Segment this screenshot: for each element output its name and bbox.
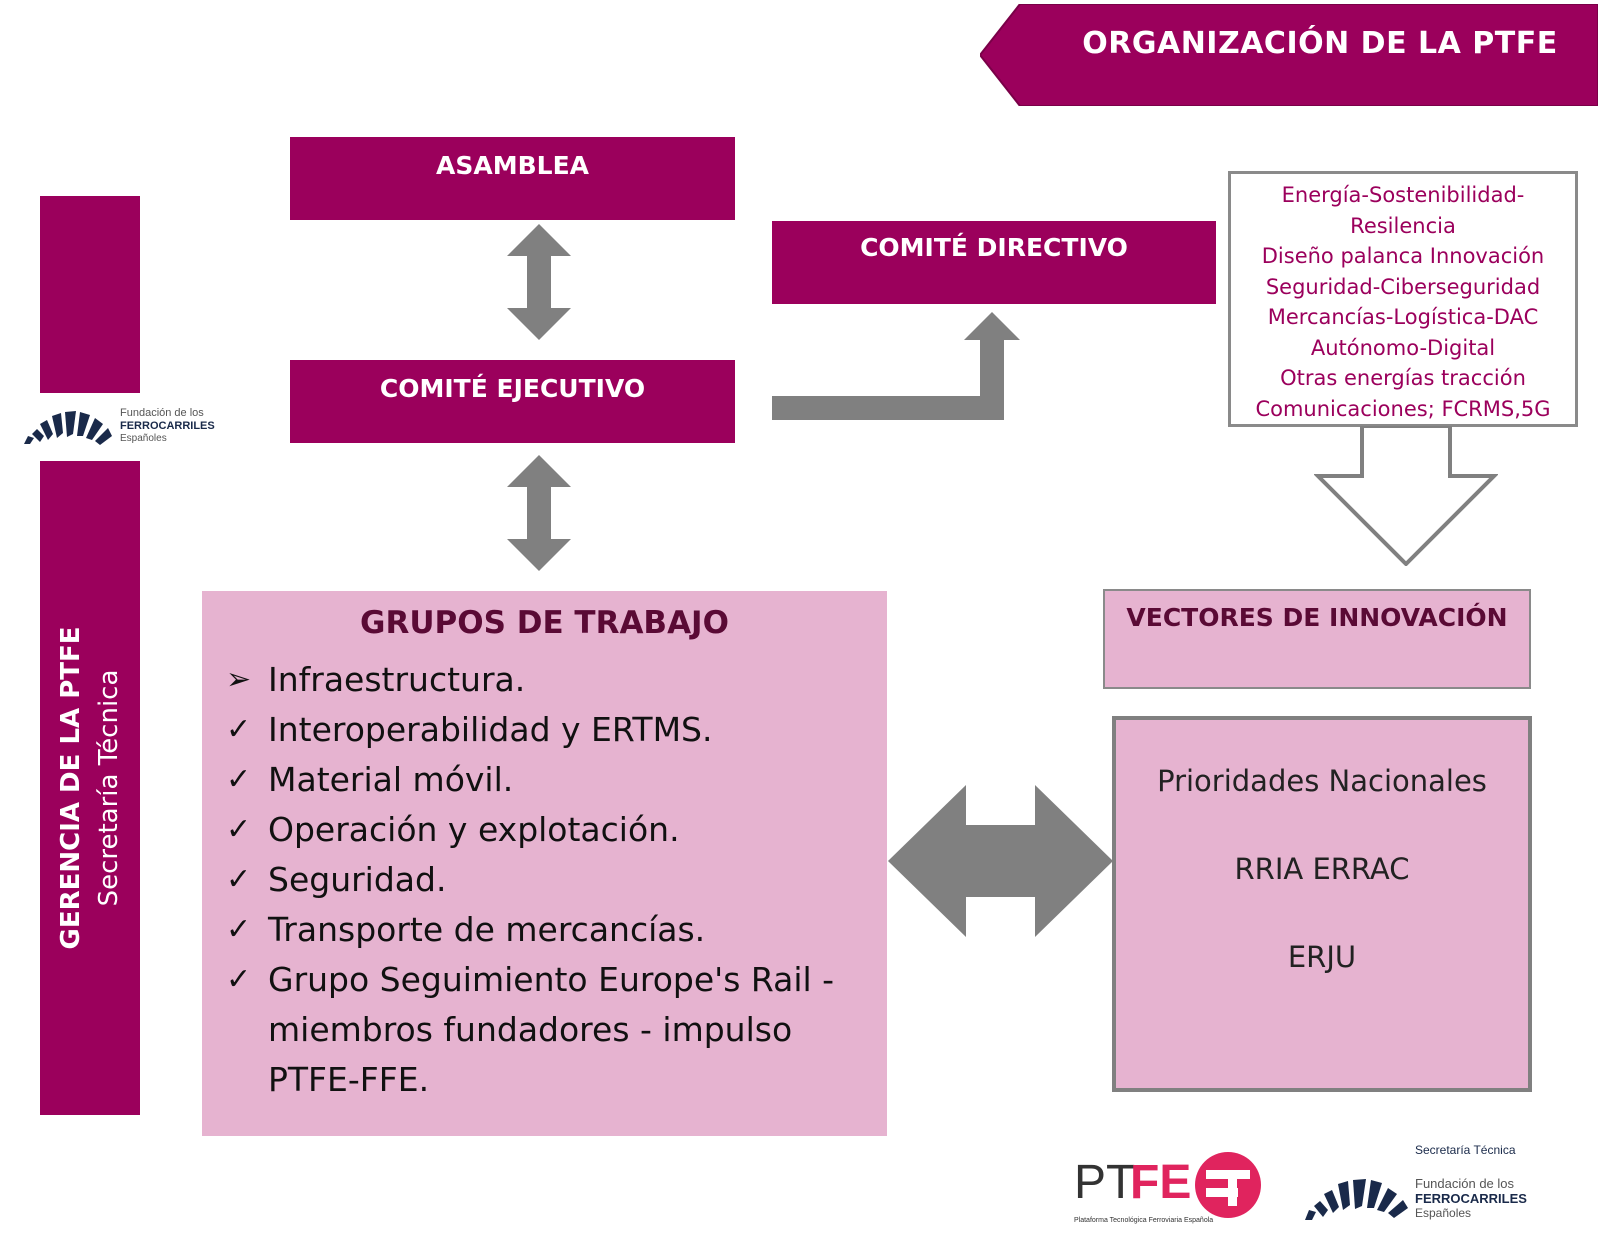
- gerencia-bar-top: [40, 196, 140, 393]
- vector-item: Autónomo-Digital: [1310, 335, 1496, 360]
- vector-item: Resilencia: [1350, 213, 1456, 238]
- double-arrow-horizontal: [888, 785, 1113, 937]
- list-item: ➢Infraestructura.: [220, 655, 880, 705]
- list-item: ✓Operación y explotación.: [220, 805, 880, 855]
- gerencia-subtitle: Secretaría Técnica: [94, 669, 124, 907]
- prioridades-box: Prioridades Nacionales RRIA ERRAC ERJU: [1112, 716, 1532, 1092]
- check-icon: ✓: [226, 912, 252, 947]
- svg-text:FERROCARRILES: FERROCARRILES: [1415, 1191, 1527, 1206]
- gerencia-title: GERENCIA DE LA PTFE: [56, 626, 86, 950]
- grupos-list: ➢Infraestructura. ✓Interoperabilidad y E…: [220, 655, 880, 1105]
- grupos-trabajo-box: GRUPOS DE TRABAJO ➢Infraestructura. ✓Int…: [202, 591, 887, 1136]
- comite-ejecutivo-box: COMITÉ EJECUTIVO: [290, 360, 735, 443]
- hollow-down-arrow: [1314, 426, 1498, 566]
- grupos-title: GRUPOS DE TRABAJO: [360, 605, 729, 641]
- list-item: ✓Transporte de mercancías.: [220, 905, 880, 955]
- bent-arrow-up: [772, 312, 1022, 424]
- check-icon: ✓: [226, 962, 252, 997]
- gerencia-label: GERENCIA DE LA PTFE Secretaría Técnica: [40, 461, 140, 1115]
- arrow-bullet-icon: ➢: [226, 662, 252, 697]
- vectores-innovacion-box: VECTORES DE INNOVACIÓN: [1103, 589, 1531, 689]
- list-item: ✓Interoperabilidad y ERTMS.: [220, 705, 880, 755]
- vector-item: Seguridad-Ciberseguridad: [1265, 274, 1541, 299]
- svg-text:Fundación de los: Fundación de los: [120, 407, 204, 419]
- page-title: ORGANIZACIÓN DE LA PTFE: [1082, 26, 1558, 61]
- check-icon: ✓: [226, 812, 252, 847]
- svg-text:FE: FE: [1130, 1156, 1191, 1209]
- vector-item: Energía-Sostenibilidad-: [1281, 183, 1525, 207]
- prioridad-item: Prioridades Nacionales: [1157, 764, 1487, 798]
- vector-item: Mercancías-Logística-DAC: [1267, 305, 1539, 329]
- comite-directivo-box: COMITÉ DIRECTIVO: [772, 221, 1216, 304]
- vector-item: Otras energías tracción: [1280, 366, 1526, 390]
- vector-item: Diseño palanca Innovación: [1261, 244, 1545, 268]
- svg-text:Españoles: Españoles: [120, 433, 167, 444]
- svg-text:Fundación de los: Fundación de los: [1415, 1176, 1515, 1191]
- svg-text:Españoles: Españoles: [1415, 1206, 1471, 1220]
- svg-text:Secretaría Técnica: Secretaría Técnica: [1415, 1143, 1516, 1157]
- gerencia-bar: [40, 461, 140, 1115]
- list-item: ✓Grupo Seguimiento Europe's Rail - miemb…: [220, 955, 880, 1105]
- ptfe-emblem-icon: [1195, 1152, 1261, 1218]
- ptfe-logo: PT FE Plataforma Tecnológica Ferroviaria…: [1074, 1152, 1261, 1224]
- list-item: ✓Seguridad.: [220, 855, 880, 905]
- double-arrow-vertical-bottom: [507, 455, 571, 571]
- vectors-list-box: Energía-Sostenibilidad- Resilencia Diseñ…: [1228, 171, 1578, 427]
- prioridad-item: RRIA ERRAC: [1234, 852, 1410, 886]
- list-item: ✓Material móvil.: [220, 755, 880, 805]
- ffe-logo-right: Secretaría Técnica Fundación de los FERR…: [1305, 1143, 1527, 1220]
- vector-item: Comunicaciones; FCRMS,5G: [1255, 396, 1551, 421]
- ffe-sunburst-icon: [1305, 1179, 1408, 1220]
- svg-text:Plataforma Tecnológica Ferrovi: Plataforma Tecnológica Ferroviaria Españ…: [1074, 1217, 1213, 1224]
- double-arrow-vertical-top: [507, 224, 571, 340]
- svg-text:FERROCARRILES: FERROCARRILES: [120, 420, 215, 432]
- check-icon: ✓: [226, 762, 252, 797]
- check-icon: ✓: [226, 712, 252, 747]
- prioridad-item: ERJU: [1287, 940, 1357, 974]
- check-icon: ✓: [226, 862, 252, 897]
- ffe-sunburst-icon: Fundación de los FERROCARRILES Españoles: [24, 407, 215, 445]
- footer-logos: PT FE Plataforma Tecnológica Ferroviaria…: [1070, 1140, 1590, 1240]
- asamblea-box: ASAMBLEA: [290, 137, 735, 220]
- title-banner: [980, 4, 1598, 106]
- svg-text:PT: PT: [1074, 1156, 1135, 1209]
- ffe-logo-left: Fundación de los FERROCARRILES Españoles: [20, 398, 220, 454]
